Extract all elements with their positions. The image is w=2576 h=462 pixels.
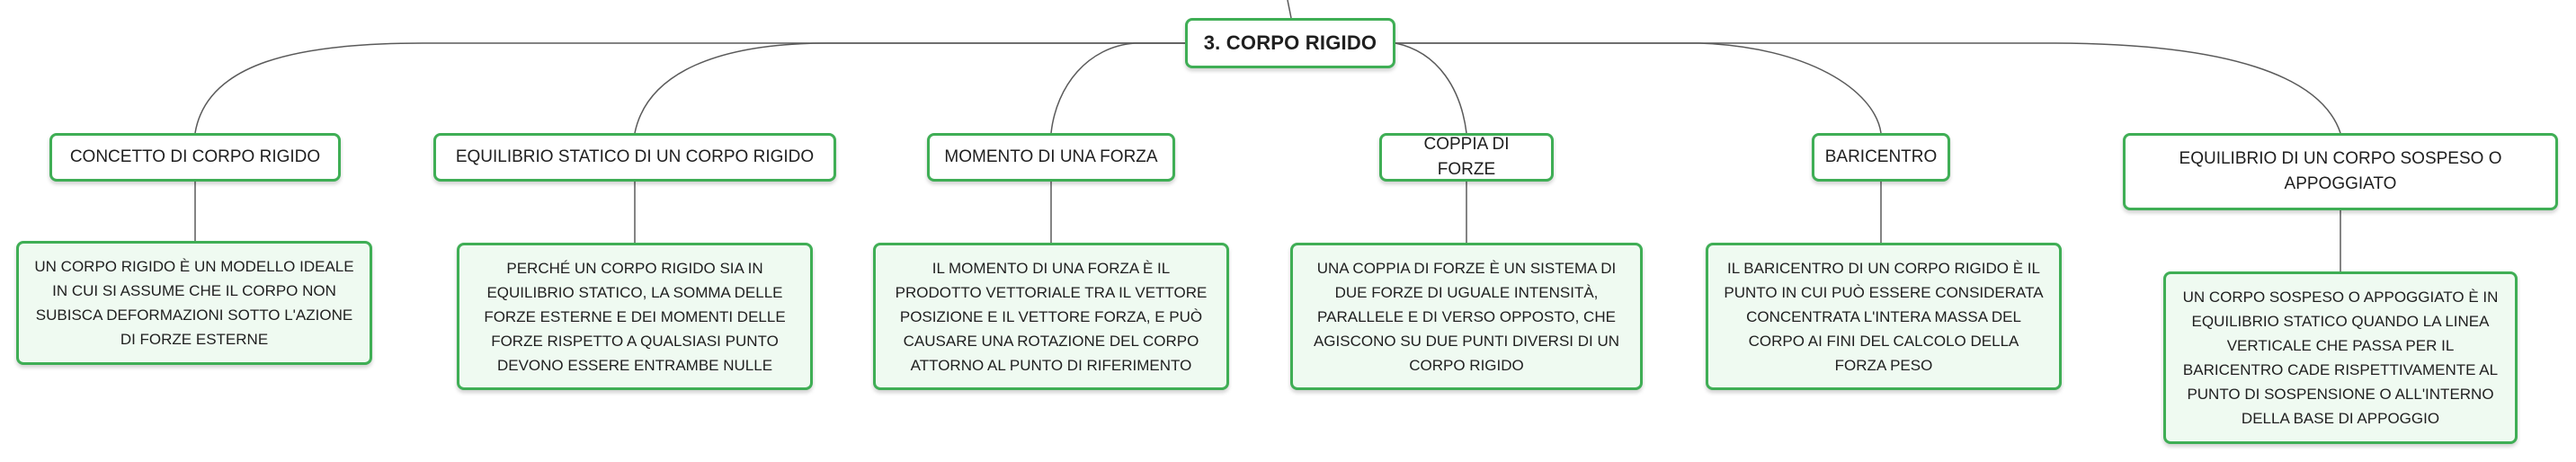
topic-baricentro[interactable]: BARICENTRO — [1812, 133, 1950, 182]
topic-equilibrio-corpo-sospeso[interactable]: EQUILIBRIO DI UN CORPO SOSPESO O APPOGGI… — [2123, 133, 2558, 210]
connector-root-to-topic-5 — [1395, 42, 1882, 134]
connector-root-to-topic-2 — [634, 42, 1185, 134]
connector-root-to-topic-4 — [1395, 42, 1467, 134]
note-coppia-di-forze[interactable]: UNA COPPIA DI FORZE È UN SISTEMA DI DUE … — [1290, 243, 1643, 390]
topic-momento-di-una-forza[interactable]: MOMENTO DI UNA FORZA — [927, 133, 1175, 182]
note-equilibrio-statico[interactable]: PERCHÉ UN CORPO RIGIDO SIA IN EQUILIBRIO… — [457, 243, 813, 390]
connector-root-to-topic-1 — [194, 42, 1185, 134]
connector-root-to-topic-3 — [1050, 42, 1185, 134]
root-topic[interactable]: 3. CORPO RIGIDO — [1185, 18, 1395, 68]
note-equilibrio-corpo-sospeso[interactable]: UN CORPO SOSPESO O APPOGGIATO È IN EQUIL… — [2163, 271, 2518, 444]
note-momento-di-una-forza[interactable]: IL MOMENTO DI UNA FORZA È IL PRODOTTO VE… — [873, 243, 1229, 390]
topic-concetto-di-corpo-rigido[interactable]: CONCETTO DI CORPO RIGIDO — [49, 133, 341, 182]
note-baricentro[interactable]: IL BARICENTRO DI UN CORPO RIGIDO È IL PU… — [1706, 243, 2062, 390]
connector-root-to-topic-6 — [1395, 42, 2341, 134]
connector-parent-to-root — [1287, 0, 1292, 19]
topic-equilibrio-statico[interactable]: EQUILIBRIO STATICO DI UN CORPO RIGIDO — [433, 133, 836, 182]
note-concetto-di-corpo-rigido[interactable]: UN CORPO RIGIDO È UN MODELLO IDEALE IN C… — [16, 241, 372, 365]
topic-coppia-di-forze[interactable]: COPPIA DI FORZE — [1379, 133, 1554, 182]
